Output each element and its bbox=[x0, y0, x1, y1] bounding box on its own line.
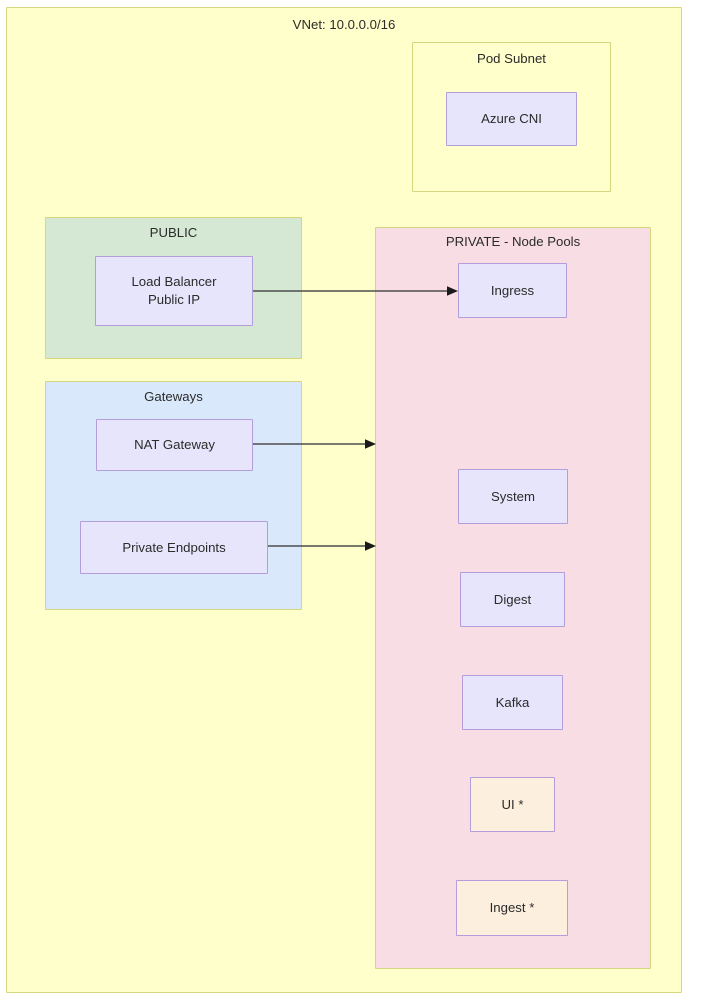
node-pool-kafka[interactable]: Kafka bbox=[462, 675, 563, 730]
node-nat-gateway[interactable]: NAT Gateway bbox=[96, 419, 253, 471]
node-pool-ui[interactable]: UI * bbox=[470, 777, 555, 832]
node-pool-system[interactable]: System bbox=[458, 469, 568, 524]
zone-pod-subnet[interactable]: Pod Subnet bbox=[412, 42, 611, 192]
zone-gateways-title: Gateways bbox=[144, 389, 203, 404]
node-private-endpoints[interactable]: Private Endpoints bbox=[80, 521, 268, 574]
zone-public-title: PUBLIC bbox=[149, 225, 198, 240]
zone-vnet-title: VNet: 10.0.0.0/16 bbox=[292, 17, 396, 32]
node-load-balancer-public-ip[interactable]: Load Balancer Public IP bbox=[95, 256, 253, 326]
zone-private-node-pools-title: PRIVATE - Node Pools bbox=[445, 234, 581, 249]
node-azure-cni[interactable]: Azure CNI bbox=[446, 92, 577, 146]
zone-pod-subnet-title: Pod Subnet bbox=[477, 51, 546, 66]
node-pool-ingest[interactable]: Ingest * bbox=[456, 880, 568, 936]
zone-gateways[interactable]: Gateways bbox=[45, 381, 302, 610]
node-pool-ingress[interactable]: Ingress bbox=[458, 263, 567, 318]
node-pool-digest[interactable]: Digest bbox=[460, 572, 565, 627]
